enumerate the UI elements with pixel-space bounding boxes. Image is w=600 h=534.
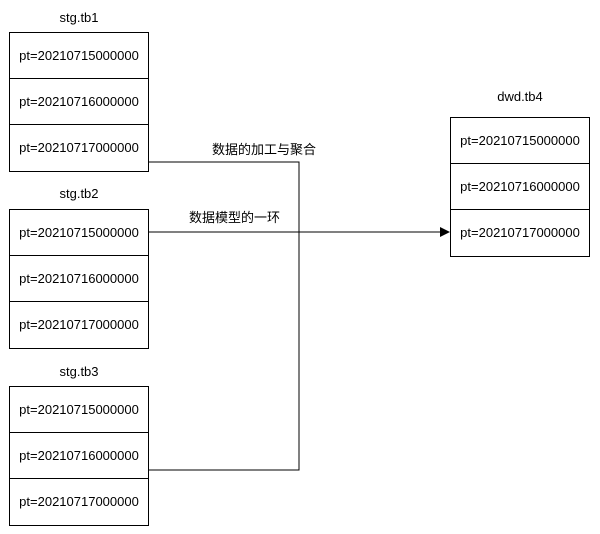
partition-row: pt=20210717000000 [460, 225, 580, 240]
table-title-stg-tb2: stg.tb2 [59, 186, 99, 201]
partition-row: pt=20210715000000 [10, 33, 148, 79]
partition-row: pt=20210717000000 [19, 140, 139, 155]
table-stg-tb1: pt=20210715000000 pt=20210716000000 pt=2… [9, 32, 149, 172]
partition-row: pt=20210715000000 [451, 118, 589, 164]
partition-row: pt=20210716000000 [10, 256, 148, 302]
partition-row: pt=20210716000000 [451, 164, 589, 210]
partition-row: pt=20210717000000 [19, 317, 139, 332]
partition-row: pt=20210717000000 [19, 494, 139, 509]
table-title-stg-tb1: stg.tb1 [59, 10, 99, 25]
table-title-stg-tb3: stg.tb3 [59, 364, 99, 379]
table-stg-tb2: pt=20210715000000 pt=20210716000000 pt=2… [9, 209, 149, 349]
table-title-dwd-tb4: dwd.tb4 [497, 89, 543, 104]
table-dwd-tb4: pt=20210715000000 pt=20210716000000 pt=2… [450, 117, 590, 257]
label-aggregation: 数据的加工与聚合 [212, 142, 317, 157]
partition-row: pt=20210716000000 [10, 79, 148, 125]
connector-tb3 [148, 232, 300, 471]
label-model-link: 数据模型的一环 [189, 210, 281, 225]
connector-tb1 [148, 161, 300, 232]
partition-row: pt=20210715000000 [10, 210, 148, 256]
table-stg-tb3: pt=20210715000000 pt=20210716000000 pt=2… [9, 386, 149, 526]
partition-row: pt=20210715000000 [10, 387, 148, 433]
partition-row: pt=20210716000000 [10, 433, 148, 479]
